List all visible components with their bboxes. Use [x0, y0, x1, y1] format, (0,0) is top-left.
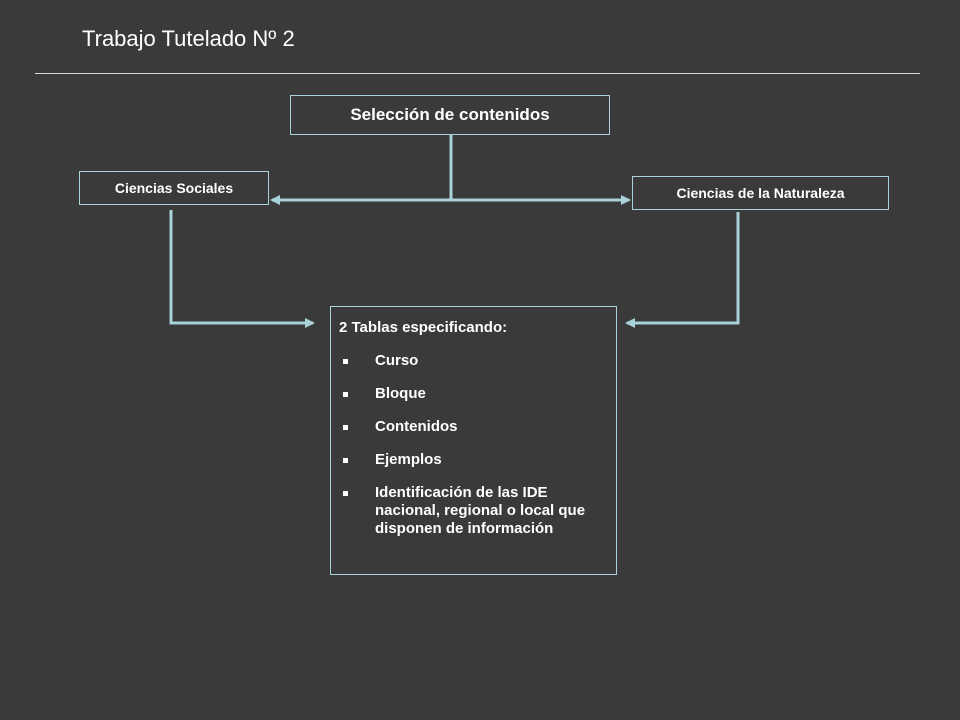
- right-to-result-arrow: [625, 212, 740, 328]
- root-node-box: Selección de contenidos: [290, 95, 610, 135]
- list-item: Contenidos: [339, 418, 606, 436]
- result-heading: 2 Tablas especificando:: [339, 319, 508, 336]
- list-item: Ejemplos: [339, 451, 606, 469]
- list-item-text: Contenidos: [375, 418, 458, 435]
- title-divider: [35, 73, 920, 74]
- square-bullet-icon: [343, 425, 348, 430]
- slide-title: Trabajo Tutelado Nº 2: [82, 26, 295, 51]
- left-branch-box: Ciencias Sociales: [79, 171, 269, 205]
- root-node-label: Selección de contenidos: [350, 105, 550, 124]
- square-bullet-icon: [343, 359, 348, 364]
- list-item: Bloque: [339, 385, 606, 403]
- square-bullet-icon: [343, 491, 348, 496]
- left-to-result-arrow: [169, 210, 315, 328]
- square-bullet-icon: [343, 458, 348, 463]
- left-branch-label: Ciencias Sociales: [114, 180, 234, 196]
- list-item-text: Identificación de las IDE nacional, regi…: [375, 484, 586, 537]
- list-item-text: Bloque: [375, 385, 426, 402]
- list-item: Identificación de las IDE nacional, regi…: [339, 484, 606, 538]
- list-item-text: Curso: [375, 352, 419, 369]
- right-branch-box: Ciencias de la Naturaleza: [632, 176, 889, 210]
- result-list: Curso Bloque Contenidos Ejemplos Identif…: [339, 352, 606, 538]
- result-node-box: 2 Tablas especificando: Curso Bloque Con…: [330, 306, 617, 575]
- list-item-text: Ejemplos: [375, 451, 442, 468]
- list-item: Curso: [339, 352, 606, 370]
- right-branch-label: Ciencias de la Naturaleza: [676, 185, 845, 201]
- square-bullet-icon: [343, 392, 348, 397]
